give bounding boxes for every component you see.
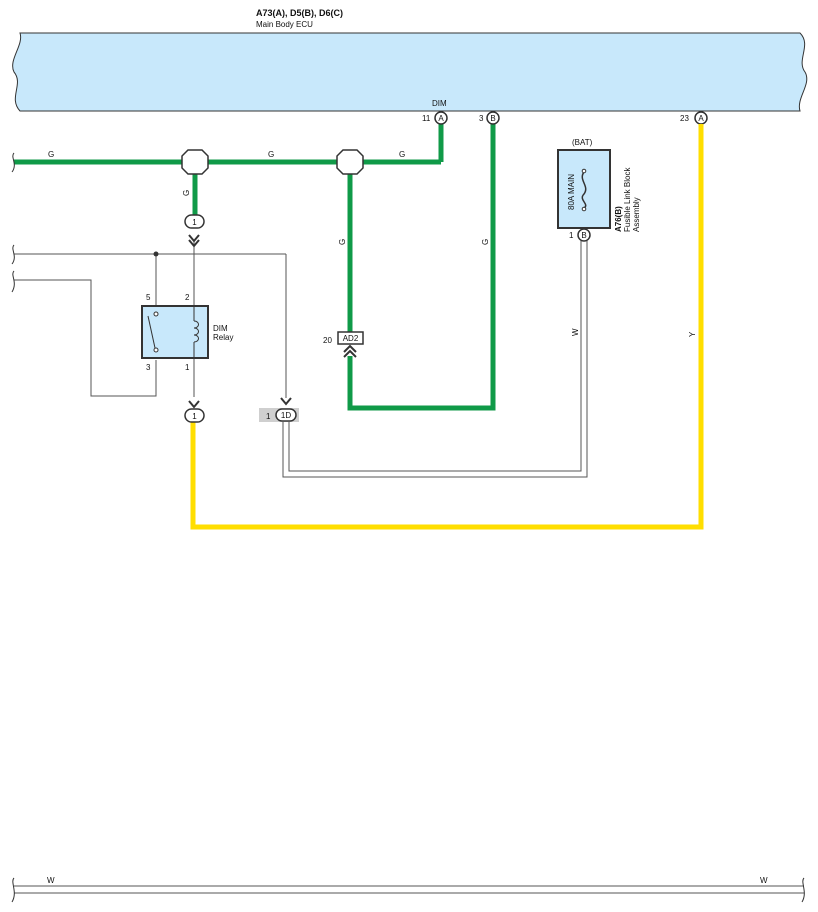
splice-octagon-icon [336,149,364,175]
splice-dot-icon [153,251,159,257]
chevron-down-icon [188,400,200,409]
wire-break-icon [11,270,15,293]
fuse-terminal-icon [581,206,587,212]
fuse-source-label: (BAT) [572,138,593,147]
splice-points [181,149,364,175]
green-wire-loop-pin3 [347,123,496,411]
ad2-label: AD2 [343,334,359,343]
relay-pin-3: 3 [146,363,151,372]
fuse-terminal-icon [581,168,587,174]
green-wire-labels: G G G G G G [48,150,490,245]
dim-relay: 5 2 3 1 DIM Relay [141,293,233,372]
fuse-pin-number: 1 [569,231,574,240]
white-wire-inner [288,241,582,472]
white-wire [282,241,588,478]
relay-pin-2: 2 [185,293,190,302]
bottom-bus: W W [11,876,805,903]
fuse-rating-label: 80A MAIN [567,174,576,210]
wire-code-g: G [338,239,347,245]
thin-wires [14,240,287,398]
jc-label: 1D [281,411,291,420]
ecu-connector-ids: A73(A), D5(B), D6(C) [256,8,343,18]
fusible-link-icon [581,171,587,209]
wire-code-g: G [182,190,191,196]
bottom-wire-code-left: W [47,876,55,885]
fuse-name-line2: Assembly [632,197,641,232]
wire-break-icon [11,152,15,173]
fuse-id: A76(B) [614,206,623,232]
relay-box [141,305,209,359]
relay-name-line1: DIM [213,324,228,333]
connector-ad2: 20 AD2 [323,331,364,358]
ecu-pin-number: 23 [680,114,689,123]
relay-switch-icon [147,315,156,349]
fuse-name-line1: Fusible Link Block [623,167,632,232]
junction-upper: 1 [184,214,205,248]
wire-code-g: G [48,150,54,159]
ad2-connector-box [337,331,364,345]
ecu-pin-dim-label: DIM [432,99,447,108]
green-wires [14,123,496,411]
wire-code-w: W [571,328,580,336]
connector-pin-icon [577,228,591,242]
relay-pin-1: 1 [185,363,190,372]
connector-pin-icon [486,111,500,125]
ecu-pins: 11 A 3 B 23 A [422,111,708,125]
junction-connector-icon [184,214,205,229]
fuse-box [557,149,611,229]
junction-lower-label: 1 [192,412,197,421]
bottom-wire-code-right: W [760,876,768,885]
chevron-icon [188,234,200,248]
ecu-pin-connector: B [490,114,495,123]
relay-coil-icon [193,320,199,343]
white-wire-outer [282,241,588,478]
junction-connector-1d: 1 1D [259,397,299,422]
wire-code-g: G [399,150,405,159]
relay-name-line2: Relay [213,333,233,342]
ecu-pin-number: 3 [479,114,484,123]
junction-connector-icon [275,408,297,422]
wire-break-icon [11,244,15,265]
relay-contact-icon [153,311,159,317]
thin-wire-relay-pin3 [14,279,157,397]
wire-code-g: G [268,150,274,159]
relay-contact-icon [153,347,159,353]
ad2-pin-number: 20 [323,336,332,345]
yellow-wire [190,124,704,530]
chevron-up-icon [343,344,357,358]
connector-pin-icon [434,111,448,125]
junction-upper-label: 1 [192,218,197,227]
wire-code-y: Y [688,331,697,337]
jc-pin-number: 1 [266,412,271,421]
ecu-name: Main Body ECU [256,20,313,29]
ecu-body [12,32,808,112]
wire-break-icon [11,877,15,903]
main-body-ecu: A73(A), D5(B), D6(C) Main Body ECU DIM [12,8,808,112]
wire-code-g: G [481,239,490,245]
fusible-link-block: (BAT) 80A MAIN A76(B) Fusible Link Block… [557,138,641,242]
ecu-pin-connector: A [438,114,444,123]
ecu-pin-number: 11 [422,114,431,123]
ecu-pin-connector: A [698,114,704,123]
chevron-down-icon [280,397,292,406]
fuse-pin-connector: B [581,231,586,240]
wire-break-icon [801,877,805,903]
junction-lower: 1 [184,400,205,423]
junction-connector-icon [184,408,205,423]
relay-pin-5: 5 [146,293,151,302]
splice-octagon-icon [181,149,209,175]
